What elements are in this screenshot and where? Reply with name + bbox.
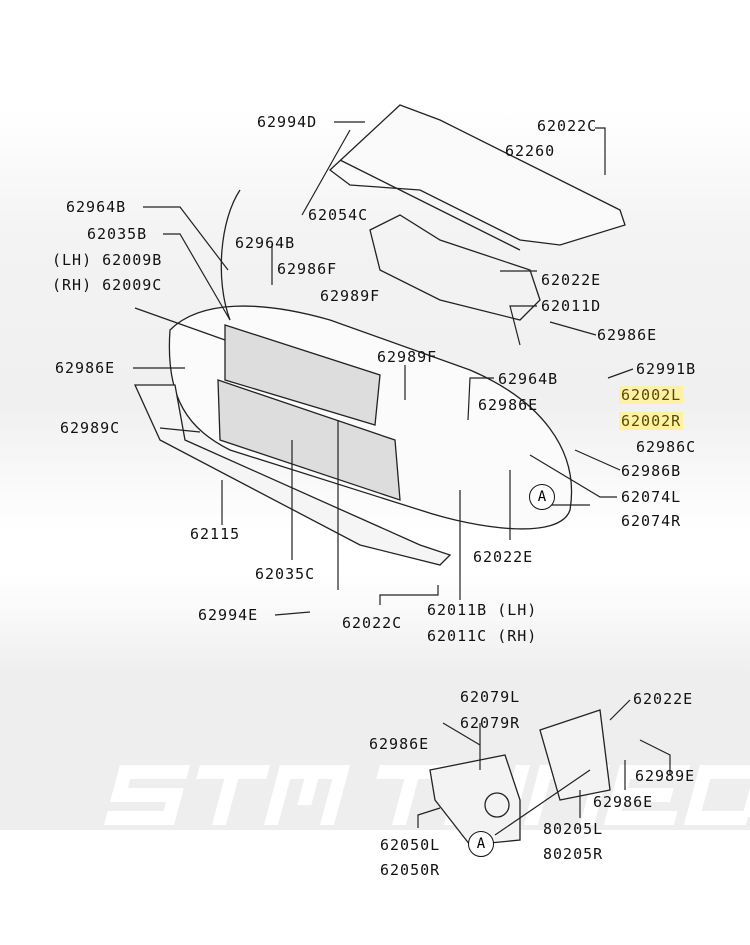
watermark-letter-stroke: [610, 788, 674, 802]
upper-grille: [224, 324, 381, 426]
callout-62074R[interactable]: 62074R: [621, 512, 682, 530]
callout-62964B[interactable]: 62964B: [66, 198, 127, 216]
watermark-letter-stroke: [391, 765, 422, 825]
callout-62050R[interactable]: 62050R: [380, 861, 441, 879]
callout-62022E[interactable]: 62022E: [541, 271, 602, 289]
radiator-support-cover: [339, 159, 541, 321]
callout-62986E[interactable]: 62986E: [369, 735, 430, 753]
callout-62009B[interactable]: (LH) 62009B: [52, 251, 163, 269]
watermark-letter-stroke: [603, 811, 678, 825]
callout-62964B[interactable]: 62964B: [235, 234, 296, 252]
callout-62022C[interactable]: 62022C: [537, 117, 598, 135]
callout-62074L[interactable]: 62074L: [621, 488, 682, 506]
lower-grille: [217, 379, 401, 501]
fog-lamp-cover: [429, 754, 521, 846]
leader-lines: [133, 121, 671, 836]
callout-62989F[interactable]: 62989F: [377, 348, 438, 366]
callout-62009C[interactable]: (RH) 62009C: [52, 276, 163, 294]
callout-62054C[interactable]: 62054C: [308, 206, 369, 224]
callout-62011D[interactable]: 62011D: [541, 297, 602, 315]
watermark-letter-stroke: [103, 811, 178, 825]
callout-62011C[interactable]: 62011C (RH): [427, 627, 538, 645]
callout-62022E[interactable]: 62022E: [633, 690, 694, 708]
watermark-letter-stroke: [683, 811, 750, 825]
watermark-letter-stroke: [742, 773, 750, 817]
callout-62989E[interactable]: 62989E: [635, 767, 696, 785]
callout-62050L[interactable]: 62050L: [380, 836, 441, 854]
watermark-letter-stroke: [297, 765, 323, 805]
watermark-letter-stroke: [110, 788, 184, 802]
callout-62991B[interactable]: 62991B: [636, 360, 697, 378]
fog-lamp-bracket: [539, 709, 611, 801]
watermark-letter-stroke: [211, 765, 242, 825]
callout-62115[interactable]: 62115: [190, 525, 241, 543]
callout-62986E[interactable]: 62986E: [55, 359, 116, 377]
callout-62002R-highlighted[interactable]: 62002R: [619, 412, 684, 430]
callout-62035C[interactable]: 62035C: [255, 565, 316, 583]
callout-62964B[interactable]: 62964B: [498, 370, 559, 388]
watermark-letter-stroke: [616, 765, 690, 779]
callout-80205L[interactable]: 80205L: [543, 820, 604, 838]
fog-lamp-hole: [484, 792, 510, 818]
callout-62011B[interactable]: 62011B (LH): [427, 601, 538, 619]
callout-62986E[interactable]: 62986E: [593, 793, 654, 811]
fascia-edge: [220, 189, 241, 321]
callout-62994D[interactable]: 62994D: [257, 113, 318, 131]
callout-62994E[interactable]: 62994E: [198, 606, 259, 624]
callout-62986F[interactable]: 62986F: [277, 260, 338, 278]
watermark-letter-stroke: [116, 765, 190, 779]
callout-62986E[interactable]: 62986E: [478, 396, 539, 414]
watermark-letter-stroke: [683, 765, 714, 825]
callout-62986E[interactable]: 62986E: [597, 326, 658, 344]
callout-62989F[interactable]: 62989F: [320, 287, 381, 305]
callout-62986C[interactable]: 62986C: [636, 438, 697, 456]
callout-62002L-highlighted[interactable]: 62002L: [619, 386, 684, 404]
callout-62035B[interactable]: 62035B: [87, 225, 148, 243]
callout-62989C[interactable]: 62989C: [60, 419, 121, 437]
reference-marker-a: A: [468, 831, 494, 857]
callout-62260[interactable]: 62260: [505, 142, 556, 160]
watermark-letter-stroke: [263, 765, 294, 825]
lower-lip: [133, 384, 452, 566]
callout-62022C[interactable]: 62022C: [342, 614, 403, 632]
watermark-letter-stroke: [319, 765, 350, 825]
callout-62022E[interactable]: 62022E: [473, 548, 534, 566]
callout-62079L[interactable]: 62079L: [460, 688, 521, 706]
upper-support-bracket: [328, 104, 626, 246]
callout-62079R[interactable]: 62079R: [460, 714, 521, 732]
callout-62986B[interactable]: 62986B: [621, 462, 682, 480]
callout-80205R[interactable]: 80205R: [543, 845, 604, 863]
reference-marker-a: A: [529, 484, 555, 510]
watermark-letter-stroke: [696, 765, 750, 779]
